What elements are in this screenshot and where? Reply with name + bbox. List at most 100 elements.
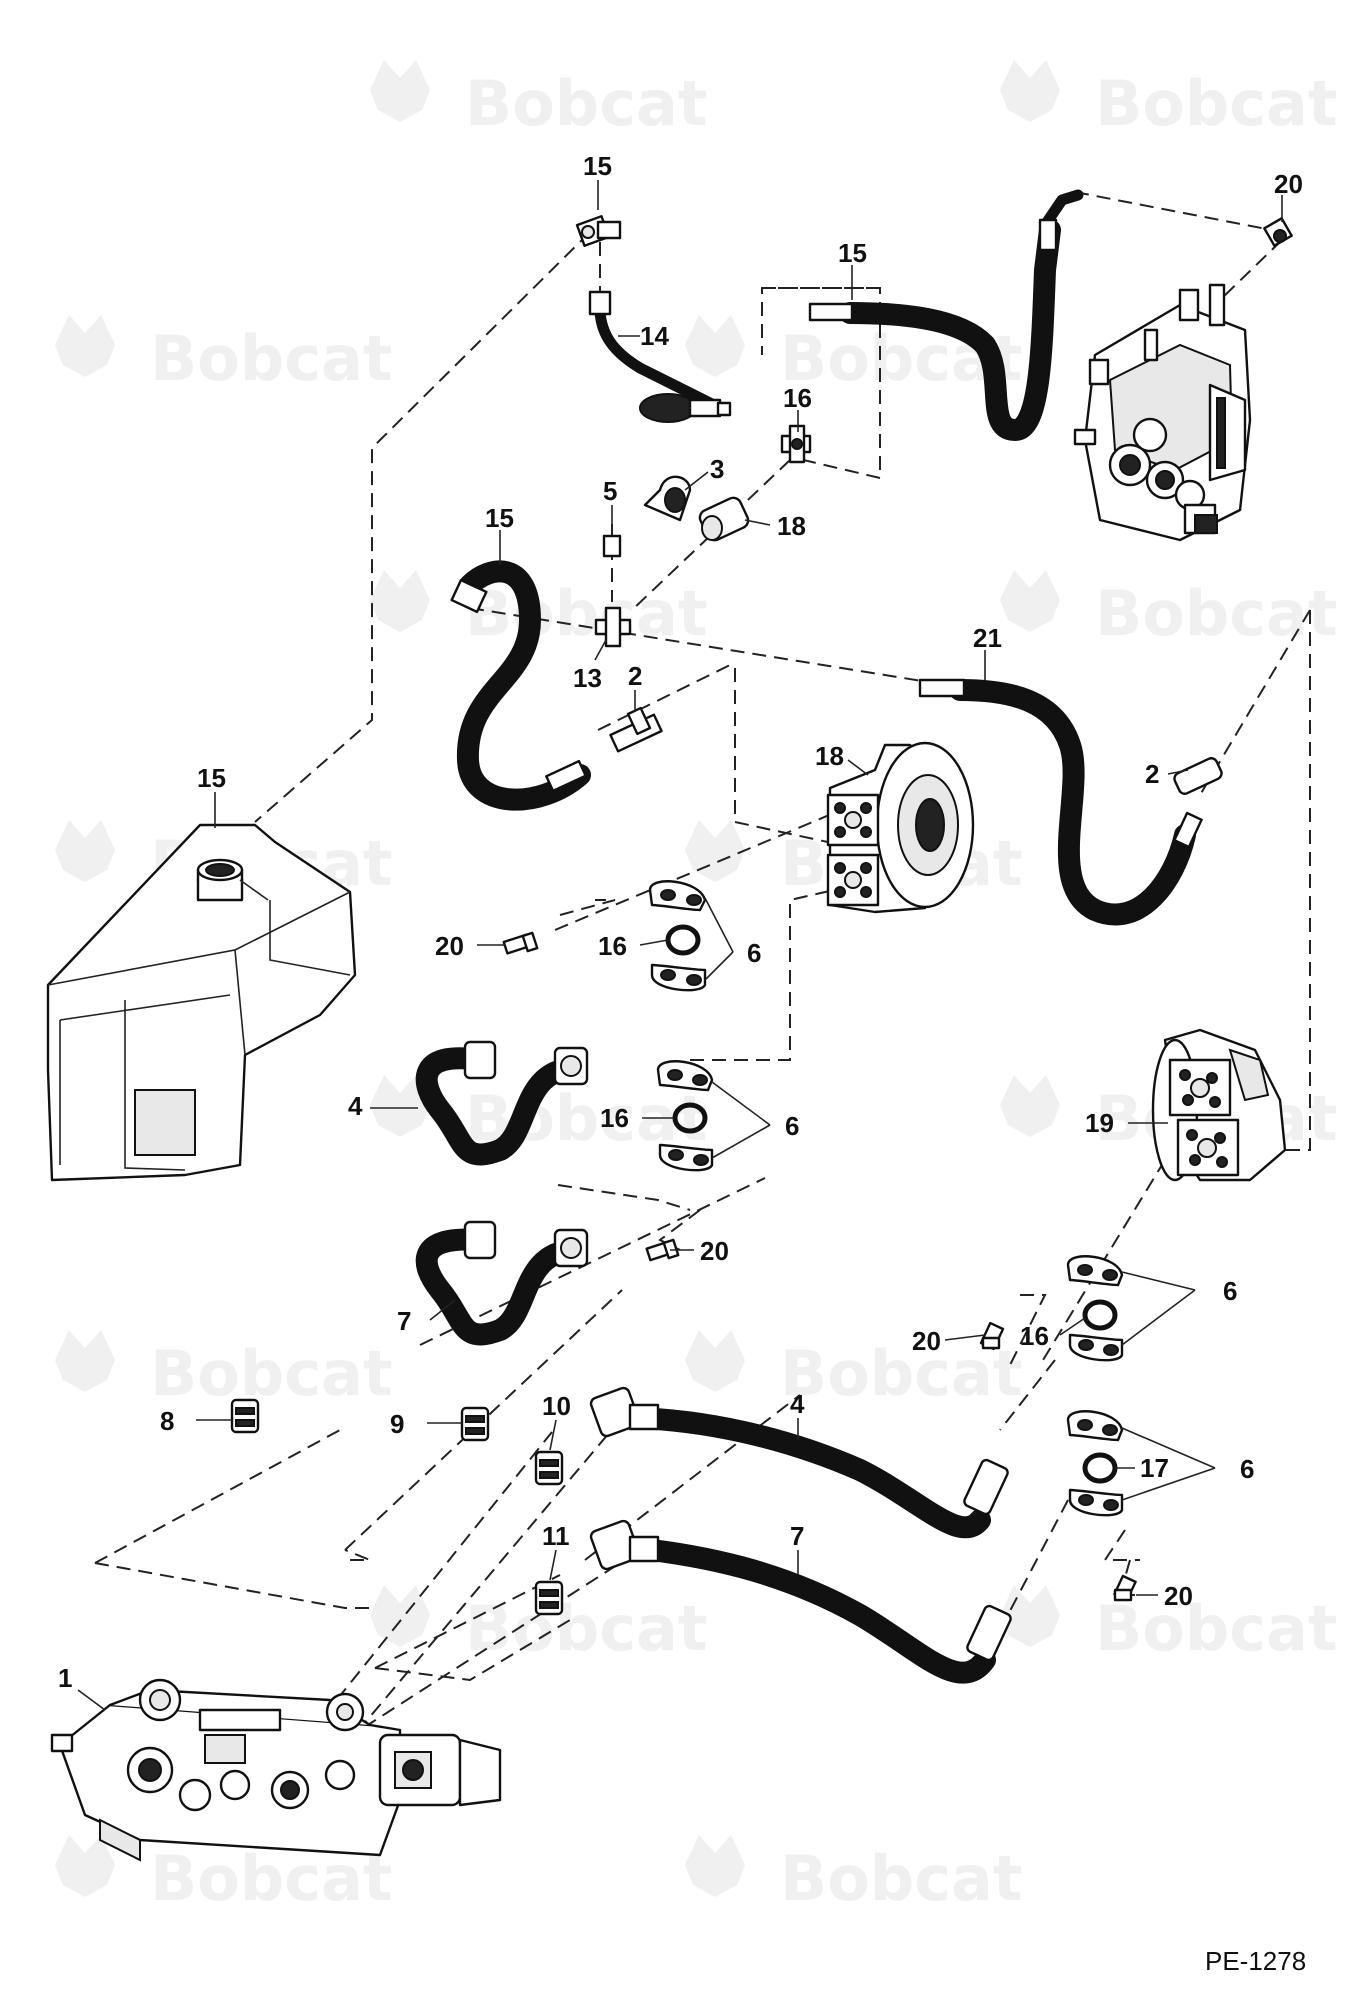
callout-15-c: 16 (1020, 1321, 1049, 1351)
callout-19: 20 (1274, 169, 1303, 199)
nut-5 (602, 534, 622, 558)
callout-6-c: 6 (1223, 1276, 1237, 1306)
callout-11: 15 (583, 151, 612, 181)
callout-7-long: 7 (790, 1521, 804, 1551)
callout-15-a: 16 (598, 931, 627, 961)
callout-7-upper: 7 (397, 1306, 411, 1336)
callout-5: 5 (603, 476, 617, 506)
bolt-20-d (1113, 1574, 1137, 1602)
hose-10-elbow (450, 578, 488, 614)
callout-4-long: 4 (790, 1389, 805, 1419)
hose-13-end (1038, 218, 1058, 252)
callout-20-d: 20 (1164, 1581, 1193, 1611)
callout-15-d: 17 (1140, 1453, 1169, 1483)
watermark: Bobcat (685, 1330, 1022, 1410)
tee-fitting-14 (780, 424, 812, 464)
callout-21: 21 (973, 623, 1002, 653)
drawing-code: PE-1278 (1205, 1946, 1306, 1976)
hose-13-fitting (808, 302, 854, 322)
hose-10-fitting (545, 759, 587, 793)
split-flange-set-middle (656, 1060, 714, 1172)
hose-7-long-collar (628, 1535, 660, 1563)
callout-2-right: 2 (1145, 759, 1159, 789)
hose-13 (839, 219, 1061, 441)
callout-16-d: 11 (542, 1521, 570, 1551)
fitting-16-b (460, 1406, 490, 1442)
svg-text:Bobcat: Bobcat (1095, 1592, 1337, 1665)
callout-3: 3 (710, 454, 724, 484)
hose-7-upper (415, 1228, 586, 1346)
hose-21-end (1173, 811, 1203, 849)
callout-16-a: 8 (160, 1406, 174, 1436)
svg-text:Bobcat: Bobcat (780, 1842, 1022, 1915)
watermark: Bobcat (55, 1330, 392, 1410)
split-flange-set-upper (648, 880, 707, 992)
callout-15-b: 16 (600, 1103, 629, 1133)
hydrostatic-pump-1 (50, 1678, 502, 1862)
sleeve-17 (698, 496, 750, 542)
svg-text:Bobcat: Bobcat (150, 322, 392, 395)
leader-lines (77, 180, 1283, 1711)
callout-20-b: 20 (700, 1236, 729, 1266)
hose-4-long-collar (628, 1403, 660, 1431)
hose-9-nut (588, 290, 612, 316)
bolt-20-a (502, 931, 539, 955)
hose-9-end-fitting (688, 398, 722, 418)
callout-13: 15 (838, 238, 867, 268)
svg-text:Bobcat: Bobcat (1095, 577, 1337, 650)
watermark: Bobcat (370, 1585, 707, 1665)
watermark: Bobcat (685, 1835, 1022, 1915)
control-valve-assembly (1073, 283, 1252, 542)
hose-4-long-end (963, 1458, 1009, 1516)
hose-21 (949, 679, 1196, 926)
callout-20-c: 20 (912, 1326, 941, 1356)
drive-motor-18-upper (826, 741, 975, 914)
hose-7-upper-fitting-left (463, 1220, 497, 1260)
fitting-16-d (534, 1580, 564, 1616)
fitting-16-c (534, 1450, 564, 1486)
callout-12: 15 (197, 763, 226, 793)
svg-text:Bobcat: Bobcat (150, 1337, 392, 1410)
fitting-16-a (230, 1398, 260, 1434)
hose-7-long (624, 1537, 996, 1684)
watermark: Bobcat (370, 60, 707, 140)
hose-7-long-end (966, 1604, 1012, 1662)
callout-16-c: 10 (542, 1391, 571, 1421)
callout-17: 18 (777, 511, 806, 541)
svg-text:Bobcat: Bobcat (465, 67, 707, 140)
clamp-3 (643, 475, 692, 522)
parts (46, 189, 1293, 1862)
hose-4-upper-fitting-left (463, 1040, 497, 1080)
tee-fitting-8 (594, 606, 632, 648)
hose-9-boot (639, 393, 697, 423)
callout-10: 15 (485, 503, 514, 533)
callout-6-d: 6 (1240, 1454, 1254, 1484)
callout-16-b: 9 (390, 1409, 404, 1439)
adapter-2-right (1173, 757, 1223, 795)
callout-6-b: 6 (785, 1111, 799, 1141)
callout-2-left: 2 (628, 661, 642, 691)
bolt-20-b (645, 1238, 680, 1262)
callout-8: 13 (573, 663, 602, 693)
svg-text:Bobcat: Bobcat (465, 1592, 707, 1665)
watermark: Bobcat (1000, 570, 1337, 650)
elbow-fitting-11 (575, 215, 622, 247)
hose-7-upper-port (560, 1237, 582, 1259)
hoses (415, 219, 1196, 1684)
hose-9-tip (716, 401, 732, 417)
elbow-fitting-19 (1263, 217, 1293, 247)
hose-13-tube (1039, 189, 1084, 231)
hose-4-upper-port (560, 1055, 582, 1077)
adapter-2-left (609, 706, 663, 753)
callout-labels: 15 14 15 20 16 3 5 18 15 13 2 21 2 18 15… (58, 151, 1303, 1693)
callout-4-upper: 4 (348, 1091, 363, 1121)
callout-20-a: 20 (435, 931, 464, 961)
split-flange-set-lower-a (1066, 1255, 1124, 1362)
watermark: Bobcat (1000, 1585, 1337, 1665)
callout-1: 1 (58, 1663, 72, 1693)
callout-18-lower: 19 (1085, 1108, 1114, 1138)
svg-text:Bobcat: Bobcat (780, 1337, 1022, 1410)
svg-text:Bobcat: Bobcat (1095, 67, 1337, 140)
split-flange-set-lower-b (1066, 1410, 1124, 1517)
